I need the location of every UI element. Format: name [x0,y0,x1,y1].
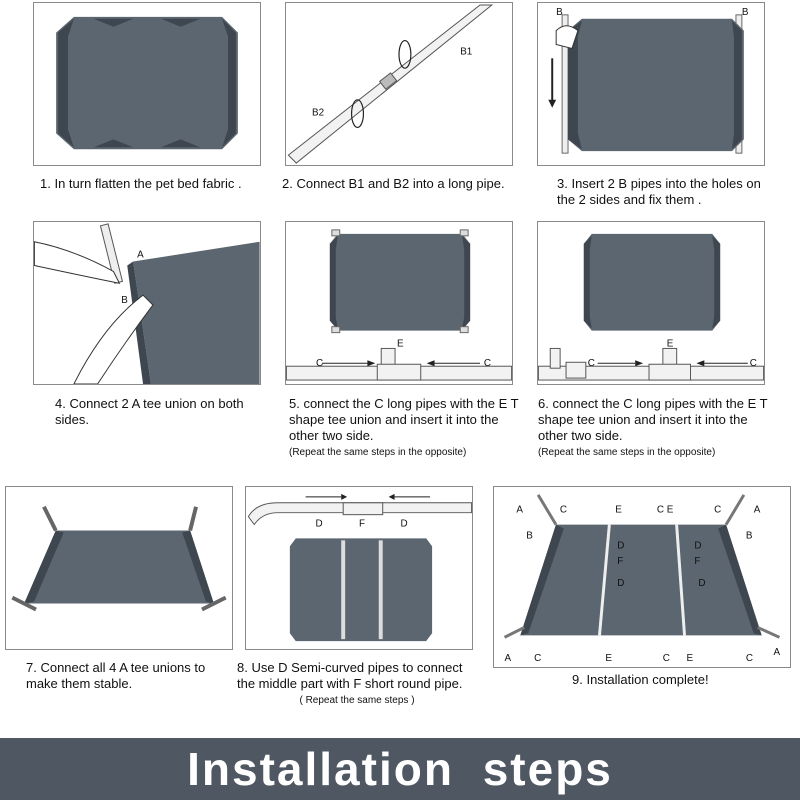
label-c-t1: C [657,505,664,516]
installation-complete-diagram: A C E C E C A B B D F D D F D A C E C E … [503,494,781,664]
step-9-caption: 9. Installation complete! [572,672,709,687]
step-9-illustration: A C E C E C A B B D F D D F D A C E C E … [493,486,791,668]
step-4-caption: 4. Connect 2 A tee union on both sides. [55,396,244,427]
step-7-caption: 7. Connect all 4 A tee unions to make th… [26,660,206,691]
step-6-text: 6. connect the C long pipes with the E T… [538,396,768,443]
label-d-right: D [400,519,407,530]
insert-b-pipes-diagram: B B [548,7,749,154]
label-f-1: F [617,556,623,567]
label-c-right-6: C [750,358,757,369]
page-title: Installation steps [187,743,613,795]
step-2-illustration: B1 B2 [285,2,513,166]
label-a: A [137,250,144,261]
fabric-flat-diagram [56,16,238,150]
step-8-note: ( Repeat the same steps ) [299,695,415,706]
step-5-text: 5. connect the C long pipes with the E T… [289,396,519,443]
label-e-b1: E [605,653,612,664]
c-pipe-e-tee-diagram-2: C C E [538,233,764,381]
label-b-r: B [746,530,753,541]
label-c-br: C [746,653,753,664]
label-d-4: D [698,578,705,589]
step-5-note: (Repeat the same steps in the opposite) [289,447,467,458]
label-d-3: D [694,540,701,551]
step-8-text: 8. Use D Semi-curved pipes to connect th… [237,660,463,691]
step-4-illustration: A B [33,221,261,385]
label-e-b2: E [687,653,694,664]
step-2-caption: 2. Connect B1 and B2 into a long pipe. [282,176,505,191]
step-8-illustration: D F D [245,486,473,650]
label-a-br: A [774,647,781,658]
c-pipe-e-tee-diagram: C C E [286,229,512,381]
step-6-note: (Repeat the same steps in the opposite) [538,447,716,458]
label-a-tl: A [516,505,523,516]
label-c-left-6: C [588,358,595,369]
label-c-b1: C [663,653,670,664]
label-d-left: D [316,519,323,530]
tee-union-diagram: A B [34,223,260,384]
label-c-left: C [316,358,323,369]
step-3-illustration: B B [537,2,765,166]
label-a-tr: A [754,505,761,516]
label-c-tr: C [714,505,721,516]
d-semi-curved-diagram: D F D [247,493,472,642]
label-b-l: B [526,530,533,541]
label-c-tl: C [560,505,567,516]
label-d-2: D [617,578,624,589]
step-5-caption: 5. connect the C long pipes with the E T… [289,396,519,460]
step-8-caption: 8. Use D Semi-curved pipes to connect th… [237,660,477,708]
label-e-t1: E [615,505,622,516]
label-f: F [359,519,365,530]
label-e-6: E [667,338,674,349]
step-3-caption: 3. Insert 2 B pipes into the holes on th… [557,176,761,207]
title-banner: Installation steps [0,738,800,800]
label-a-bl: A [505,653,512,664]
step-1-caption: 1. In turn flatten the pet bed fabric . [40,176,242,191]
label-c-bl: C [534,653,541,664]
label-b2: B2 [312,108,324,119]
step-7-illustration [5,486,233,650]
label-e: E [397,338,404,349]
label-b-left: B [556,7,563,18]
step-6-caption: 6. connect the C long pipes with the E T… [538,396,768,460]
label-f-2: F [694,556,700,567]
label-b1: B1 [460,46,472,57]
tee-unions-stable-diagram [11,505,227,612]
step-6-illustration: C C E [537,221,765,385]
pipe-connect-diagram: B1 B2 [287,4,494,164]
step-5-illustration: C C E [285,221,513,385]
label-b-right: B [742,7,749,18]
label-e-t2: E [667,505,674,516]
label-c-right: C [484,358,491,369]
label-d-1: D [617,540,624,551]
step-1-illustration [33,2,261,166]
label-b: B [121,295,128,306]
